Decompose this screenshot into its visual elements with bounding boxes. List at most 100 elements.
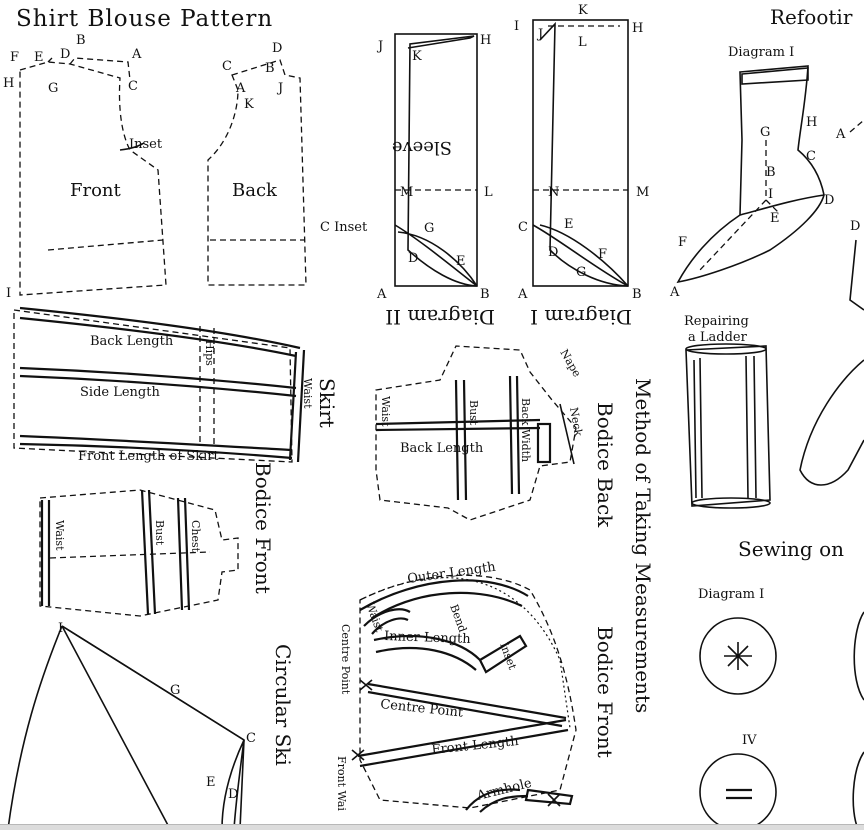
diagram-1-label: Diagram I xyxy=(530,305,632,329)
rf-edge-d: D xyxy=(850,219,860,234)
bfb-centre-point: Centre Point xyxy=(380,697,465,721)
sp-l: L xyxy=(484,185,493,200)
sp1-m: M xyxy=(636,185,649,200)
bfb-front-waist: Front Wai xyxy=(335,756,348,811)
sp-c-inset: C Inset xyxy=(320,220,368,235)
sp-j: J xyxy=(376,39,383,54)
rf-c: C xyxy=(806,149,816,164)
sp1-k: K xyxy=(578,3,588,18)
shirt-inset-label: Inset xyxy=(129,137,163,152)
rf-i: I xyxy=(768,187,773,202)
sewing-diagram-1: Diagram I xyxy=(698,587,764,602)
sp-b: B xyxy=(480,287,490,302)
sewing-on: Sewing on Diagram I IV xyxy=(698,537,864,829)
sp1-h: H xyxy=(632,21,643,36)
bfb-front-length: Front Length xyxy=(431,734,520,758)
ladder-title-2: a Ladder xyxy=(688,330,748,345)
sp1-g: G xyxy=(576,265,586,280)
bfb-title: Bodice Front xyxy=(593,626,617,758)
method-title: Method of Taking Measurements xyxy=(631,378,655,713)
sp1-d: D xyxy=(548,245,558,260)
sp-h: H xyxy=(480,33,491,48)
pt-i: I xyxy=(6,286,11,301)
repairing-ladder: Repairing a Ladder xyxy=(684,314,771,509)
pt-d2: D xyxy=(272,41,282,56)
pt-f: F xyxy=(10,50,19,65)
sleeve-diagram-2: Sleeve Diagram II J H K M L C Inset G D … xyxy=(320,33,495,329)
skirt-diagram: Back Length Side Length Front Length of … xyxy=(13,306,339,464)
pt-a: A xyxy=(131,47,142,62)
bb-neck: Neck xyxy=(567,406,585,437)
bodice-back: Waist Bust Back Width Back Length Nape N… xyxy=(375,345,617,528)
bodice-front-big: Outer Length Inner Length Waist Bend Ins… xyxy=(335,560,617,813)
bb-title: Bodice Back xyxy=(593,402,617,528)
skirt-title: Skirt xyxy=(315,378,339,428)
rf-edge-a: A xyxy=(835,127,846,142)
pt-b: B xyxy=(76,33,86,48)
sp-g: G xyxy=(424,221,434,236)
sewing-diagram-4: IV xyxy=(742,733,757,748)
sp1-c: C xyxy=(518,220,528,235)
rf-b: B xyxy=(766,165,776,180)
pt-h: H xyxy=(3,76,14,91)
bb-back-width: Back Width xyxy=(519,398,532,462)
rf-e: E xyxy=(770,211,780,226)
refooting-diagram: Refootir Diagram I G H C B I D E F A A D xyxy=(669,5,864,486)
skirt-hips: Hips xyxy=(203,340,216,366)
sp1-f: F xyxy=(598,247,607,262)
sp1-n: N xyxy=(548,185,559,200)
bfb-inset: Inset xyxy=(497,641,519,672)
circular-title: Circular Ski xyxy=(271,644,295,766)
bfb-bend: Bend xyxy=(447,603,469,634)
rf-h: H xyxy=(806,115,817,130)
bb-nape: Nape xyxy=(557,347,583,379)
pt-k2: K xyxy=(244,97,254,112)
shirt-front-piece: Front Inset F E D B A C H G I xyxy=(3,33,167,301)
sp1-l: L xyxy=(578,35,587,50)
bb-back-length: Back Length xyxy=(400,441,484,456)
bf-chest: Chest xyxy=(189,520,202,553)
bf-waist: Waist xyxy=(53,520,66,551)
shirt-title: Shirt Blouse Pattern xyxy=(16,6,273,32)
pt-e: E xyxy=(34,50,44,65)
rf-f: F xyxy=(678,235,687,250)
sp1-b: B xyxy=(632,287,642,302)
sp-d: D xyxy=(408,251,418,266)
sleeve-label: Sleeve xyxy=(392,137,452,158)
sp1-a: A xyxy=(517,287,528,302)
skirt-side-length: Side Length xyxy=(80,385,160,400)
sp1-e: E xyxy=(564,217,574,232)
sewing-title: Sewing on xyxy=(738,537,844,561)
pt-d: D xyxy=(60,47,70,62)
window-bottom-edge xyxy=(0,824,864,830)
sp1-i: I xyxy=(514,19,519,34)
circular-skirt: I G C E D Circular Ski xyxy=(7,621,295,829)
bodice-front-small: Waist Bust Chest Bodice Front xyxy=(39,462,275,617)
shirt-back-label: Back xyxy=(232,180,278,201)
rf-a: A xyxy=(669,285,680,300)
shirt-back-piece: Back C D B A J K xyxy=(207,41,307,286)
diagram-2-label: Diagram II xyxy=(385,305,495,329)
bfb-outer-length: Outer Length xyxy=(406,560,497,587)
bfb-centre-point-side: Centre Point xyxy=(339,624,352,695)
bfb-inner-length: Inner Length xyxy=(384,629,472,647)
bfb-waist: Waist xyxy=(363,601,386,635)
sp-k: K xyxy=(412,49,422,64)
cs-pt-i: I xyxy=(58,621,63,636)
pt-c2: C xyxy=(222,59,232,74)
skirt-back-length: Back Length xyxy=(90,334,174,349)
skirt-front-length: Front Length of Skirt xyxy=(78,449,219,464)
cs-pt-e: E xyxy=(206,775,216,790)
pt-c: C xyxy=(128,79,138,94)
sp1-j: J xyxy=(536,27,543,42)
pt-b2: B xyxy=(265,61,275,76)
shirt-front-label: Front xyxy=(70,180,122,201)
bf-bust: Bust xyxy=(153,520,166,546)
bfb-armhole: Armhole xyxy=(474,776,533,804)
bb-waist: Waist xyxy=(379,396,392,427)
pt-j2: J xyxy=(276,81,283,96)
bb-bust: Bust xyxy=(467,400,480,426)
pt-g: G xyxy=(48,81,58,96)
cs-pt-g: G xyxy=(170,683,180,698)
